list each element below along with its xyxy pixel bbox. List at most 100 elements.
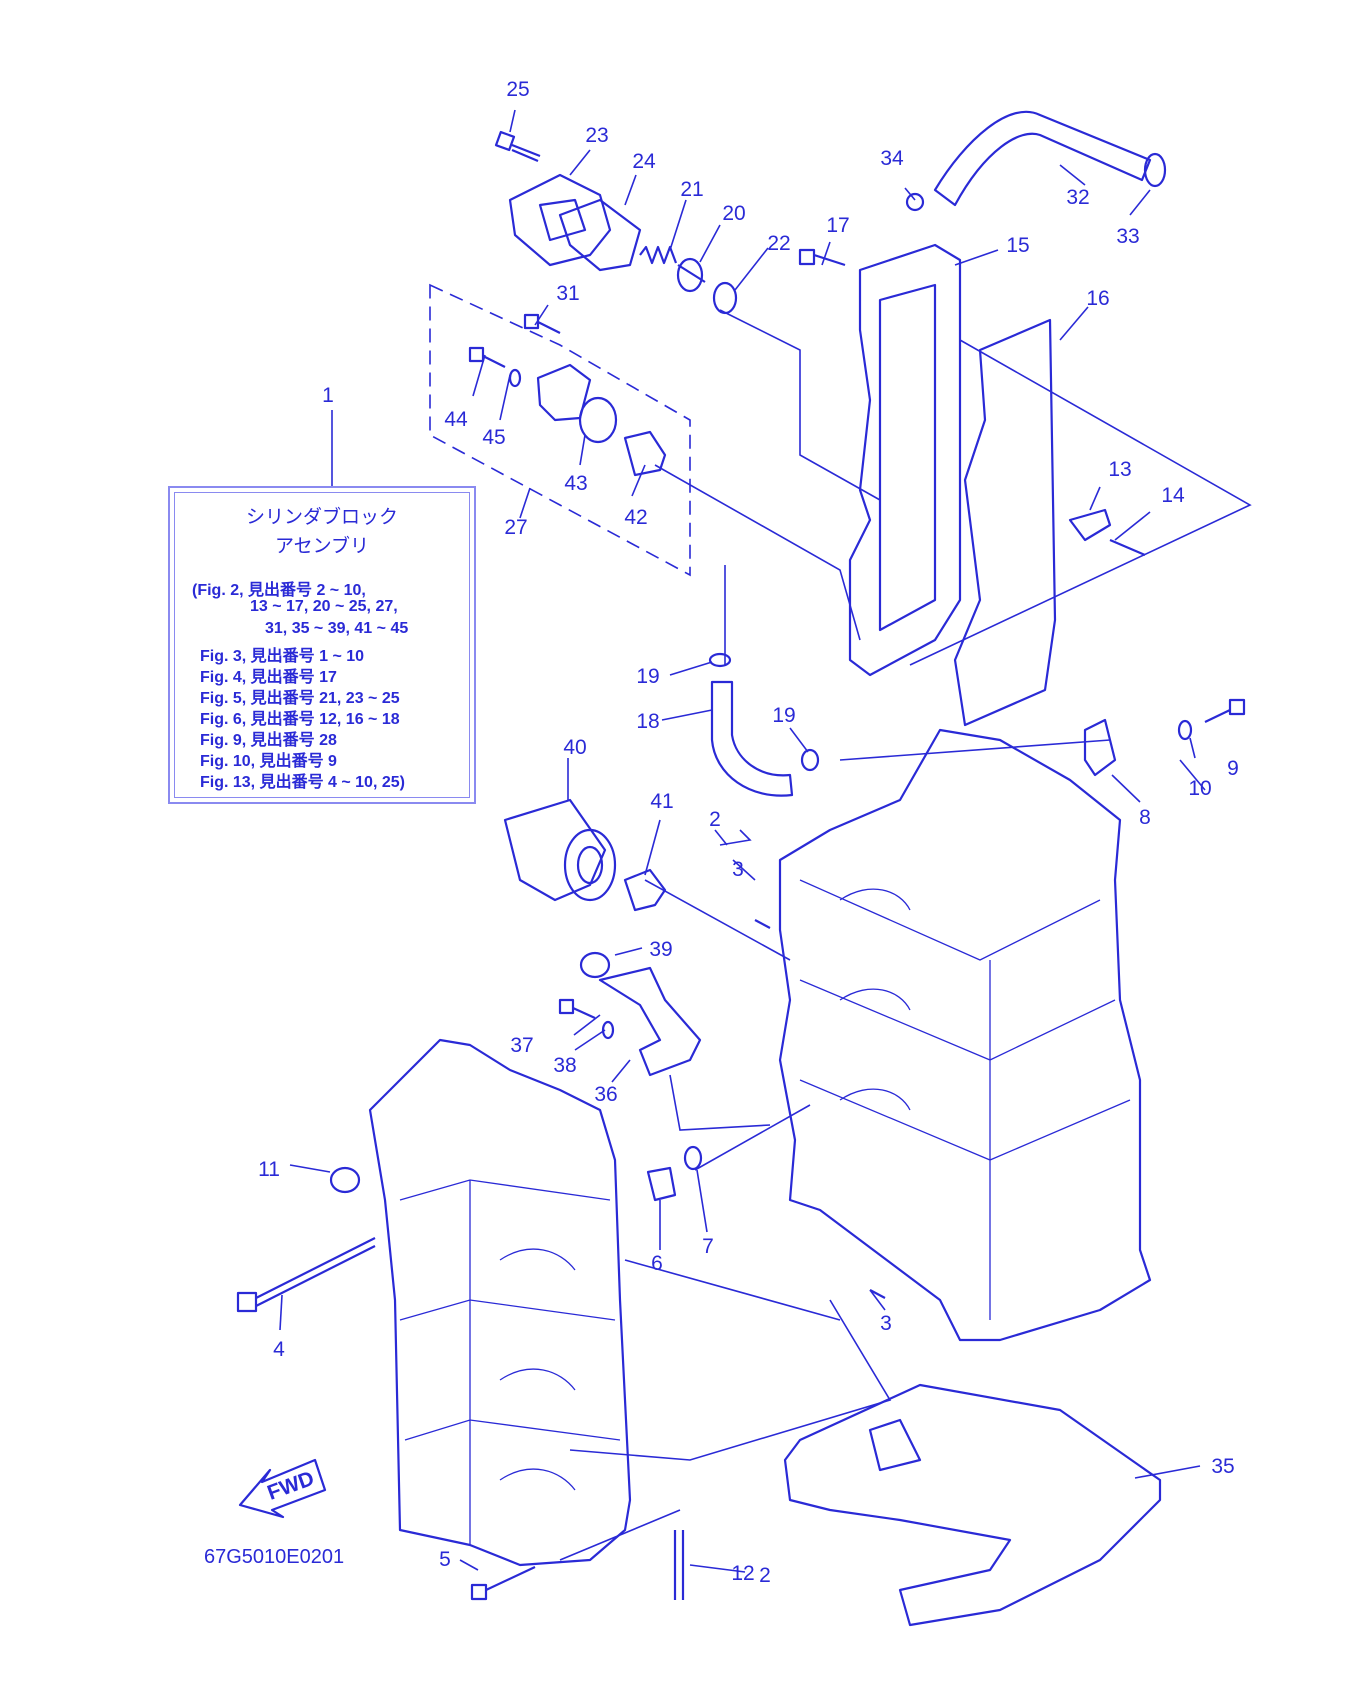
figure-ref-line: Fig. 13, 見出番号 4 ~ 10, 25) [200,774,405,791]
figure-ref-line: Fig. 10, 見出番号 9 [200,753,337,770]
label-part-35: 35 [1211,1455,1234,1478]
valve-20 [676,257,706,293]
label-part-19-lower: 19 [772,704,795,727]
label-part-27: 27 [504,516,527,539]
crankcase [368,1038,632,1567]
figure-ref-line: Fig. 3, 見出番号 1 ~ 10 [200,648,365,665]
bushing-39 [579,951,611,979]
label-part-19-upper: 19 [636,665,659,688]
label-part-13: 13 [1108,458,1131,481]
label-part-23: 23 [585,124,608,147]
figure-ref-line: 13 ~ 17, 20 ~ 25, 27, [250,598,398,615]
label-part-4: 4 [273,1338,285,1361]
label-part-17: 17 [826,214,849,237]
crankcase-journals [499,1248,576,1491]
oil-filter-40 [503,798,617,902]
label-part-41: 41 [650,790,673,813]
fwd-label: FWD [264,1467,317,1505]
dowel-3-lower [869,1289,886,1299]
cylinder-block-detail-1 [799,879,1131,1320]
gasket-7 [683,1145,703,1171]
leader-lines [279,109,1252,1573]
label-part-25: 25 [506,78,529,101]
label-part-34: 34 [880,147,904,170]
label-part-45: 45 [482,426,505,449]
label-part-21: 21 [680,178,703,201]
bolt-9 [1204,698,1246,723]
label-part-10: 10 [1188,777,1211,800]
grommet-22 [712,281,738,315]
label-part-39: 39 [649,938,672,961]
gasket-35 [783,1383,1162,1627]
washer-34 [905,192,925,212]
bolt-37 [558,998,596,1020]
part-shapes [236,110,1246,1627]
bracket-13 [1068,508,1112,542]
hose-32 [933,110,1152,207]
cylinder-block-detail-2 [839,888,911,1111]
bolt-25 [494,130,541,163]
spring-21 [639,245,678,265]
washer-45 [508,368,522,388]
cylinder-block [778,728,1152,1342]
bolt-4 [236,1237,376,1313]
fwd-arrow [238,1458,327,1519]
label-part-43: 43 [564,472,587,495]
lever-36 [598,966,702,1077]
label-part-6: 6 [651,1252,663,1275]
label-part-2-lower: 2 [759,1564,771,1587]
dowel-3-upper [754,919,771,929]
crankcase-detail [399,1179,621,1545]
plug-6 [646,1166,677,1202]
label-part-33: 33 [1116,225,1139,248]
figure-ref-line: 31, 35 ~ 39, 41 ~ 45 [265,620,409,637]
label-part-3-upper: 3 [732,858,744,881]
assembly-title-line1: シリンダブロック [245,506,398,528]
grommet-11 [329,1166,361,1194]
gasket-16 [953,318,1057,727]
assembly-title-line2: アセンブリ [274,535,370,557]
bolt-5 [470,1566,536,1601]
label-part-14: 14 [1161,484,1185,507]
clamp-33 [1143,152,1167,188]
bolt-44 [468,346,506,368]
label-part-3-lower: 3 [880,1312,892,1335]
washer-10 [1177,719,1193,741]
label-part-37: 37 [510,1034,533,1057]
part-number-labels: 1 2 2 3 3 4 5 6 7 8 9 10 11 12 13 14 15 … [258,78,1239,1587]
label-part-8: 8 [1139,806,1151,829]
label-part-18: 18 [636,710,659,733]
sleeve-42 [623,430,667,477]
exhaust-cover-15 [848,243,962,677]
label-part-12: 12 [731,1562,754,1585]
figure-ref-line: Fig. 6, 見出番号 12, 16 ~ 18 [200,711,400,728]
figure-ref-line: Fig. 5, 見出番号 21, 23 ~ 25 [200,690,400,707]
label-part-11: 11 [258,1158,280,1181]
clamp-19-upper [708,652,732,668]
clamp-19-lower [800,748,820,772]
label-part-20: 20 [722,202,745,225]
stud-12 [673,1530,685,1600]
label-part-9: 9 [1227,757,1239,780]
label-part-16: 16 [1086,287,1109,310]
sub-assembly-27-outline [429,283,691,577]
seal-43 [578,396,618,444]
label-part-32: 32 [1066,186,1089,209]
label-part-1: 1 [322,384,334,407]
washer-38 [601,1020,615,1040]
assembly-info-box-inner-border [174,492,470,798]
label-part-42: 42 [624,506,647,529]
label-part-44: 44 [444,408,468,431]
bolt-31 [523,313,561,334]
label-part-38: 38 [553,1054,576,1077]
label-part-36: 36 [594,1083,617,1106]
screw-14 [1109,538,1146,557]
label-part-24: 24 [632,150,656,173]
cover-23 [508,173,612,267]
label-part-22: 22 [767,232,790,255]
gasket-24 [558,198,642,272]
figure-ref-line: Fig. 4, 見出番号 17 [200,669,337,686]
fitting-41 [623,868,667,912]
label-part-2-upper: 2 [709,808,721,831]
